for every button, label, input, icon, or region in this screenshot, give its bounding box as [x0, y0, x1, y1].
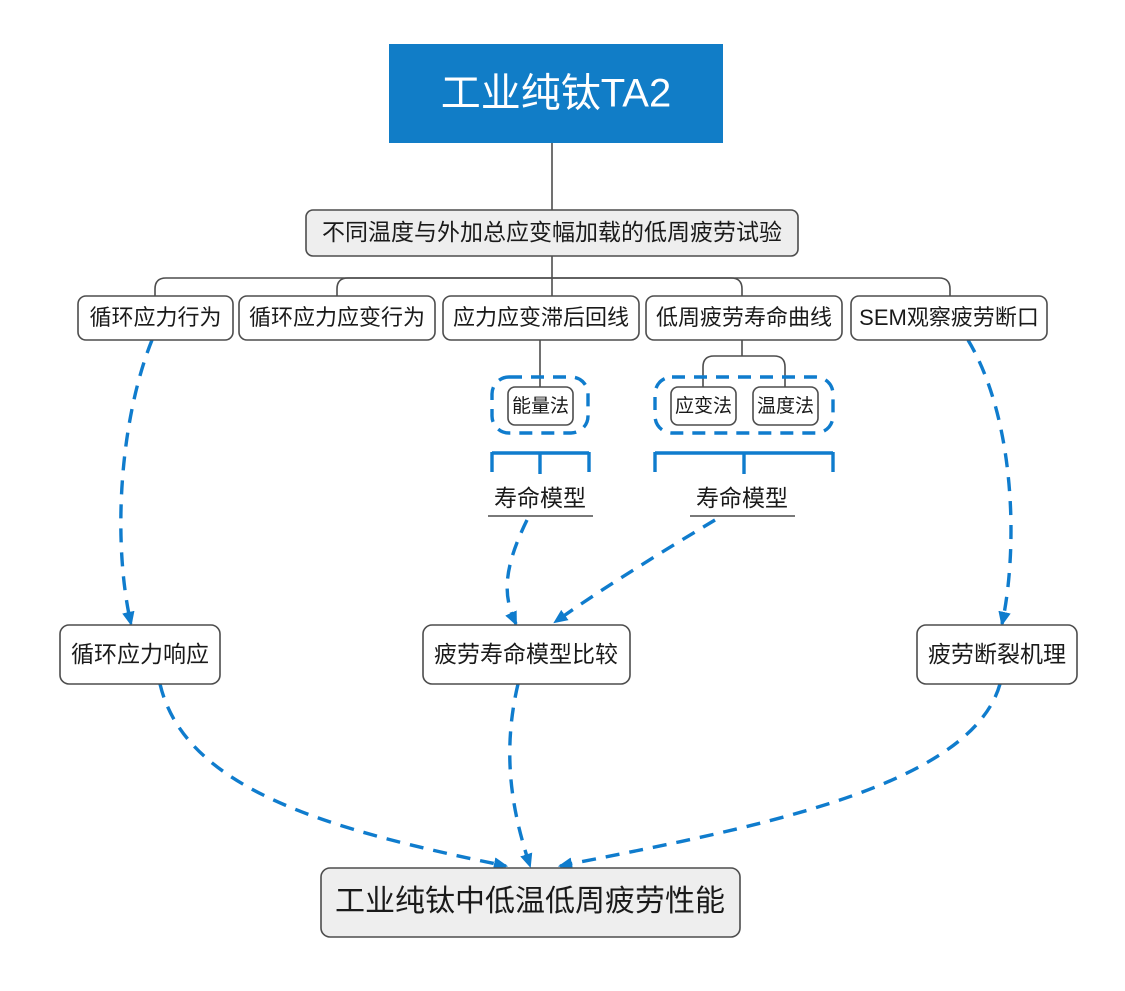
analysis-node-3-box[interactable] — [442, 295, 640, 341]
conclusion-node[interactable]: 工业纯钛中低温低周疲劳性能 — [320, 867, 741, 938]
model-label-strain-temperature-text: 寿命模型 — [696, 485, 788, 511]
analysis-node-1-box[interactable] — [77, 295, 234, 341]
method-node-energy-label: 能量法 — [512, 395, 569, 417]
outcome-node-1-box[interactable] — [59, 624, 221, 685]
outcome-node-2-label: 疲劳寿命模型比较 — [434, 641, 618, 667]
method-node-strain-box[interactable] — [670, 386, 737, 426]
experiment-node-box[interactable] — [305, 209, 799, 257]
connector-lifecurve-to-temp-method — [742, 355, 786, 387]
arrow-sem-to-fracture-mechanism — [966, 339, 1013, 627]
analysis-node-2-label: 循环应力应变行为 — [249, 305, 425, 330]
outcome-node-2-box[interactable] — [422, 624, 631, 685]
experiment-node[interactable]: 不同温度与外加总应变幅加载的低周疲劳试验 — [305, 209, 799, 257]
analysis-node-4-label: 低周疲劳寿命曲线 — [656, 305, 832, 330]
connector-bus-to-node-2 — [336, 277, 552, 296]
arrow-fracture-mechanism-to-conclusion — [557, 683, 1002, 870]
method-node-energy[interactable]: 能量法 — [507, 386, 574, 426]
method-node-temperature-label: 温度法 — [757, 395, 814, 417]
method-group-outlines — [490, 375, 835, 435]
conclusion-node-label: 工业纯钛中低温低周疲劳性能 — [335, 885, 725, 918]
outcome-node-3-label: 疲劳断裂机理 — [928, 641, 1066, 667]
analysis-node-5-label: SEM观察疲劳断口 — [859, 305, 1039, 330]
model-brackets — [490, 451, 835, 474]
analysis-node-3[interactable]: 应力应变滞后回线 — [442, 295, 640, 341]
analysis-node-3-label: 应力应变滞后回线 — [453, 305, 629, 330]
flow-arrows — [119, 339, 1013, 870]
connector-bus-to-node-4 — [552, 277, 743, 296]
arrow-comparison-to-conclusion — [508, 683, 533, 869]
outcome-node-1[interactable]: 循环应力响应 — [59, 624, 221, 685]
analysis-node-5-box[interactable] — [850, 295, 1048, 341]
method-node-energy-box[interactable] — [507, 386, 574, 426]
connector-bus-to-node-1 — [154, 277, 552, 296]
experiment-node-label: 不同温度与外加总应变幅加载的低周疲劳试验 — [322, 219, 782, 245]
arrow-response-to-conclusion — [158, 683, 509, 870]
title-node-label: 工业纯钛TA2 — [441, 72, 671, 116]
model-label-energy: 寿命模型 — [488, 485, 593, 517]
arrow-strain-temp-model-to-comparison — [553, 518, 716, 624]
analysis-node-4-box[interactable] — [645, 295, 843, 341]
method-node-temperature[interactable]: 温度法 — [752, 386, 819, 426]
energy-method-group-outline — [490, 375, 590, 435]
solid-connectors — [154, 143, 951, 387]
analysis-node-5[interactable]: SEM观察疲劳断口 — [850, 295, 1048, 341]
analysis-node-1[interactable]: 循环应力行为 — [77, 295, 234, 341]
analysis-node-2-box[interactable] — [238, 295, 436, 341]
title-node-box[interactable] — [389, 44, 723, 143]
outcome-node-3[interactable]: 疲劳断裂机理 — [916, 624, 1078, 685]
method-node-strain[interactable]: 应变法 — [670, 386, 737, 426]
outcome-node-3-box[interactable] — [916, 624, 1078, 685]
model-label-strain-temperature: 寿命模型 — [690, 485, 795, 517]
analysis-node-1-label: 循环应力行为 — [89, 305, 221, 330]
arrow-cyclic-stress-behavior-to-response — [119, 339, 154, 627]
outcome-node-1-label: 循环应力响应 — [71, 641, 209, 667]
outcome-node-2[interactable]: 疲劳寿命模型比较 — [422, 624, 631, 685]
bracket-strain-temperature-model — [653, 451, 835, 474]
arrow-energy-model-to-comparison — [505, 519, 529, 626]
title-node[interactable]: 工业纯钛TA2 — [389, 44, 723, 143]
connector-lifecurve-to-strain-method — [702, 355, 742, 387]
conclusion-node-box[interactable] — [320, 867, 741, 938]
analysis-node-2[interactable]: 循环应力应变行为 — [238, 295, 436, 341]
strain-temperature-method-group-outline — [653, 375, 835, 435]
bracket-energy-model — [490, 451, 591, 474]
method-node-strain-label: 应变法 — [675, 395, 732, 417]
model-label-energy-text: 寿命模型 — [494, 485, 586, 511]
analysis-node-4[interactable]: 低周疲劳寿命曲线 — [645, 295, 843, 341]
connector-bus-to-node-5 — [552, 277, 951, 296]
method-node-temperature-box[interactable] — [752, 386, 819, 426]
